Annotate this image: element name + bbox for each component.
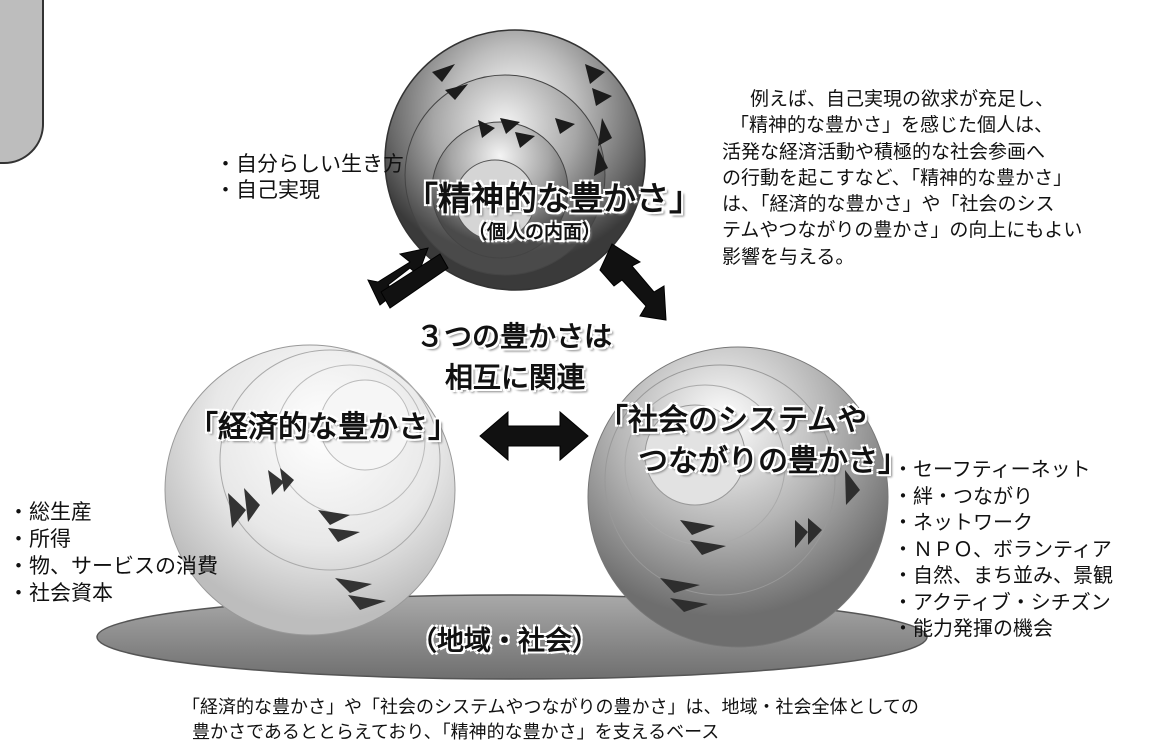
top-circle-item: ・自分らしい生き方: [215, 152, 404, 176]
right-circle-item: ・能力発揮の機会: [893, 616, 1053, 640]
center-text-line1: ３つの豊かさは: [416, 320, 613, 353]
description: 例えば、自己実現の欲求が充足し、 「精神的な豊かさ」を感じた個人は、 活発な経済…: [722, 86, 1082, 270]
top-sphere: [384, 29, 646, 291]
corner-tab: [0, 0, 44, 164]
top-circle-subtitle: （個人の内面）: [468, 221, 602, 243]
base-label: （地域・社会）: [410, 626, 599, 657]
right-circle-item: ・ネットワーク: [893, 510, 1033, 534]
right-circle-items: ・セーフティーネット ・絆・つながり ・ネットワーク ・ＮＰＯ、ボランティア ・…: [893, 456, 1113, 642]
description-line: の行動を起こすなど、「精神的な豊かさ」: [722, 166, 1073, 189]
center-text-line2: 相互に関連: [445, 361, 586, 394]
right-circle-item: ・アクティブ・シチズン: [893, 589, 1111, 614]
left-circle-title: 「経済的な豊かさ」: [188, 410, 458, 445]
arrow-top-right: [599, 243, 667, 321]
arrow-horizontal: [479, 410, 589, 462]
description-line: 影響を与える。: [722, 245, 855, 268]
right-circle-item: ・絆・つながり: [893, 483, 1033, 508]
description-line: 例えば、自己実現の欲求が充足し、: [750, 88, 1055, 110]
left-circle-item: ・社会資本: [8, 581, 113, 605]
left-sphere: [164, 344, 456, 636]
description-line: 「精神的な豊かさ」を感じた個人は、: [730, 114, 1054, 137]
caption-line1: 「経済的な豊かさ」や「社会のシステムやつながりの豊かさ」は、地域・社会全体として…: [182, 697, 919, 718]
arrows: [367, 243, 667, 462]
right-circle-item: ・自然、まち並み、景観: [893, 563, 1113, 587]
right-circle-title-line1: 「社会のシステムや: [598, 403, 868, 438]
left-circle-items: ・総生産 ・所得 ・物、サービスの消費 ・社会資本: [8, 499, 218, 607]
description-line: 活発な経済活動や積極的な社会参画へ: [722, 140, 1046, 163]
right-circle-title-line2: つながりの豊かさ」: [638, 444, 908, 479]
left-circle-item: ・物、サービスの消費: [8, 554, 218, 578]
description-line: テムやつながりの豊かさ」の向上にもよい: [722, 219, 1083, 242]
top-circle-item: ・自己実現: [215, 178, 320, 202]
description-line: は、「経済的な豊かさ」や「社会のシス: [722, 193, 1055, 216]
top-circle-items: ・自分らしい生き方 ・自己実現: [215, 151, 404, 203]
left-circle-item: ・総生産: [8, 500, 92, 524]
right-circle-item: ・セーフティーネット: [893, 457, 1091, 481]
right-sphere: [587, 346, 889, 648]
caption-line2: 豊かさであるととらえており、「精神的な豊かさ」を支えるベース: [192, 722, 720, 743]
arrow-top-left: [367, 247, 449, 309]
top-circle-title: 「精神的な豊かさ」: [405, 179, 702, 218]
left-circle-item: ・所得: [8, 527, 71, 551]
right-circle-item: ・ＮＰＯ、ボランティア: [893, 536, 1112, 561]
